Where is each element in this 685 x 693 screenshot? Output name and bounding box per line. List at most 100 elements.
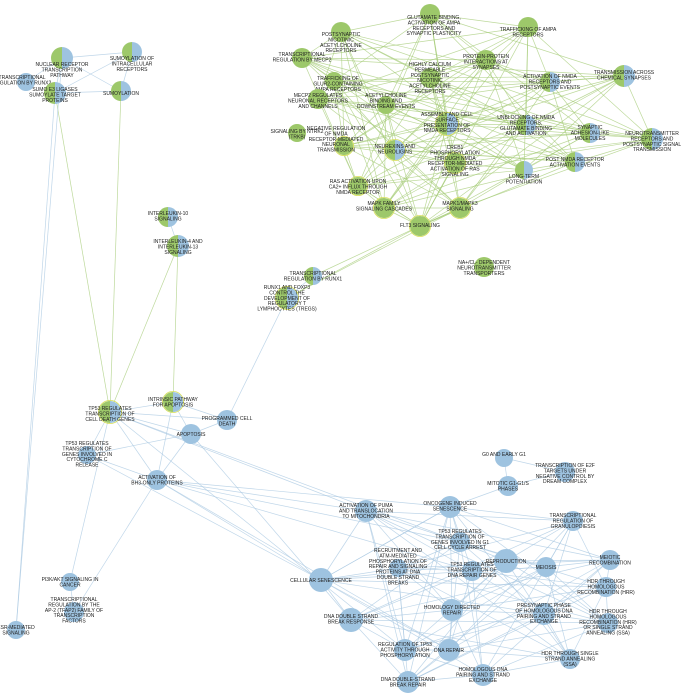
node-meiosis[interactable]: MEIOSIS	[536, 557, 558, 577]
node-label: SUMOYLATION	[103, 91, 139, 97]
node-half-green	[111, 81, 121, 101]
node-half-green	[167, 235, 178, 257]
edge-nt_receptors-ras_ca	[357, 138, 653, 187]
node-half-blue	[313, 267, 322, 285]
node-apoptosis[interactable]: APOPTOSIS	[177, 424, 206, 444]
edge-recruitment-tp53_dna	[397, 567, 473, 572]
node-circle	[472, 664, 494, 686]
edge-recruitment-hdr_ssa	[397, 567, 609, 624]
edge-trans_chem-unlock_nmda	[525, 75, 625, 126]
edge-runx1_foxp3-prog_death	[226, 297, 288, 421]
node-sumoylation[interactable]: SUMOYLATION	[103, 81, 139, 101]
edge-unlock_nmda-creb1	[454, 124, 527, 164]
node-half-green	[516, 115, 526, 135]
edge-homology_dir-homologous_pair	[451, 609, 484, 676]
node-circle	[410, 216, 430, 236]
edge-nrtp-sumoylation	[61, 57, 122, 92]
node-flt3[interactable]: FLT3 SIGNALING	[400, 214, 440, 237]
node-circle	[598, 613, 618, 633]
edge-runx1_foxp3-flt3	[286, 225, 421, 299]
edge-ppi_syn-mecp2_nr	[317, 59, 487, 100]
node-g0_g1[interactable]: G0 AND EARLY G1	[482, 449, 526, 467]
node-half-blue	[168, 207, 178, 227]
edge-bh3-dna_repair	[156, 479, 450, 651]
edge-tp53_dna-puma	[365, 510, 473, 572]
node-reproduction[interactable]: REPRODUCTION	[486, 549, 527, 573]
node-dna_repair[interactable]: DNA REPAIR	[434, 639, 464, 661]
node-ntrk2[interactable]: SIGNALING BY NTRK2(TRKB)	[271, 124, 324, 142]
edge-tr_runx1-flt3	[312, 225, 421, 277]
node-cell_sen[interactable]: CELLULAR SENESCENCE	[290, 568, 353, 592]
node-circle	[64, 602, 84, 622]
edge-tr_mecp2-post_nmda	[301, 57, 576, 163]
node-label: SIGNALING BY NTRK2(TRKB)	[271, 129, 324, 140]
